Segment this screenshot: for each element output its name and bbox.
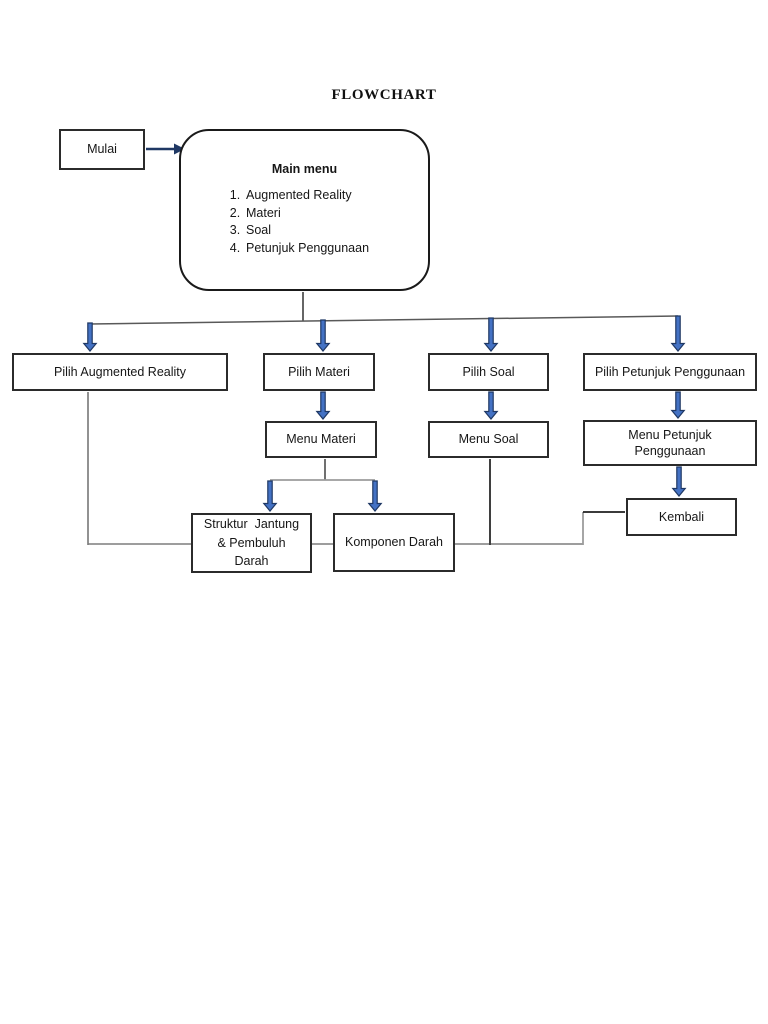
node-mulai-label: Mulai bbox=[87, 142, 117, 156]
item-label: Petunjuk Penggunaan bbox=[246, 240, 370, 255]
node-label-line: Menu Petunjuk bbox=[628, 427, 712, 442]
main-menu-title: Main menu bbox=[271, 162, 338, 176]
item-number: 4. bbox=[229, 240, 241, 255]
node-label: Komponen Darah bbox=[345, 535, 443, 549]
node-label-line: Penggunaan bbox=[634, 444, 706, 458]
node-label-line: Darah bbox=[234, 554, 269, 569]
node-label: Pilih Soal bbox=[462, 364, 515, 379]
node-label: Pilih Petunjuk Penggunaan bbox=[594, 364, 746, 379]
arrow-menu-petunjuk-to-kembali bbox=[671, 466, 687, 497]
arrow-pilih-petunjuk-to-menu-petunjuk bbox=[670, 391, 686, 419]
node-label: Menu Materi bbox=[286, 432, 356, 446]
node-label: Pilih Augmented Reality bbox=[53, 364, 187, 379]
node-label-line: & Pembuluh bbox=[217, 535, 286, 550]
line-branch-horizontal bbox=[89, 315, 679, 325]
item-number: 3. bbox=[229, 223, 241, 238]
main-menu-item: 3. Soal bbox=[224, 222, 428, 240]
item-label: Materi bbox=[246, 205, 281, 220]
node-pilih-petunjuk-penggunaan: Pilih Petunjuk Penggunaan bbox=[583, 353, 757, 391]
node-label: Kembali bbox=[658, 509, 705, 524]
node-komponen-darah: Komponen Darah bbox=[333, 513, 455, 572]
node-main-menu: Main menu 1. Augmented Reality 2. Materi… bbox=[179, 129, 430, 291]
arrow-to-pilih-soal bbox=[483, 317, 499, 352]
node-pilih-soal: Pilih Soal bbox=[428, 353, 549, 391]
arrow-menu-materi-to-komponen bbox=[367, 480, 383, 512]
node-kembali: Kembali bbox=[626, 498, 737, 536]
arrow-to-pilih-augmented-reality bbox=[82, 322, 98, 352]
node-pilih-augmented-reality: Pilih Augmented Reality bbox=[12, 353, 228, 391]
node-label: Menu Soal bbox=[458, 432, 519, 446]
main-menu-item: 4. Petunjuk Penggunaan bbox=[224, 240, 428, 258]
arrow-pilih-materi-to-menu-materi bbox=[315, 391, 331, 420]
arrow-pilih-soal-to-menu-soal bbox=[483, 391, 499, 420]
node-label: Pilih Materi bbox=[288, 364, 350, 379]
node-menu-soal: Menu Soal bbox=[428, 421, 549, 458]
node-label-line: Struktur Jantung bbox=[203, 517, 300, 532]
arrow-menu-materi-to-struktur bbox=[262, 480, 278, 512]
item-label: Augmented Reality bbox=[246, 188, 352, 202]
node-menu-petunjuk-penggunaan: Menu Petunjuk Penggunaan bbox=[583, 420, 757, 466]
node-struktur-jantung-pembuluh-darah: Struktur Jantung & Pembuluh Darah bbox=[191, 513, 312, 573]
arrow-to-pilih-materi bbox=[315, 319, 331, 352]
node-pilih-materi: Pilih Materi bbox=[263, 353, 375, 391]
node-mulai: Mulai bbox=[59, 129, 145, 170]
node-menu-materi: Menu Materi bbox=[265, 421, 377, 458]
page-title: FLOWCHART bbox=[331, 87, 437, 103]
item-number: 2. bbox=[229, 205, 241, 220]
item-label: Soal bbox=[246, 223, 272, 238]
main-menu-list: 1. Augmented Reality 2. Materi 3. Soal 4… bbox=[181, 187, 428, 257]
main-menu-item: 1. Augmented Reality bbox=[224, 187, 428, 205]
arrow-to-pilih-petunjuk-penggunaan bbox=[670, 315, 686, 352]
item-number: 1. bbox=[229, 188, 241, 202]
main-menu-item: 2. Materi bbox=[224, 205, 428, 223]
